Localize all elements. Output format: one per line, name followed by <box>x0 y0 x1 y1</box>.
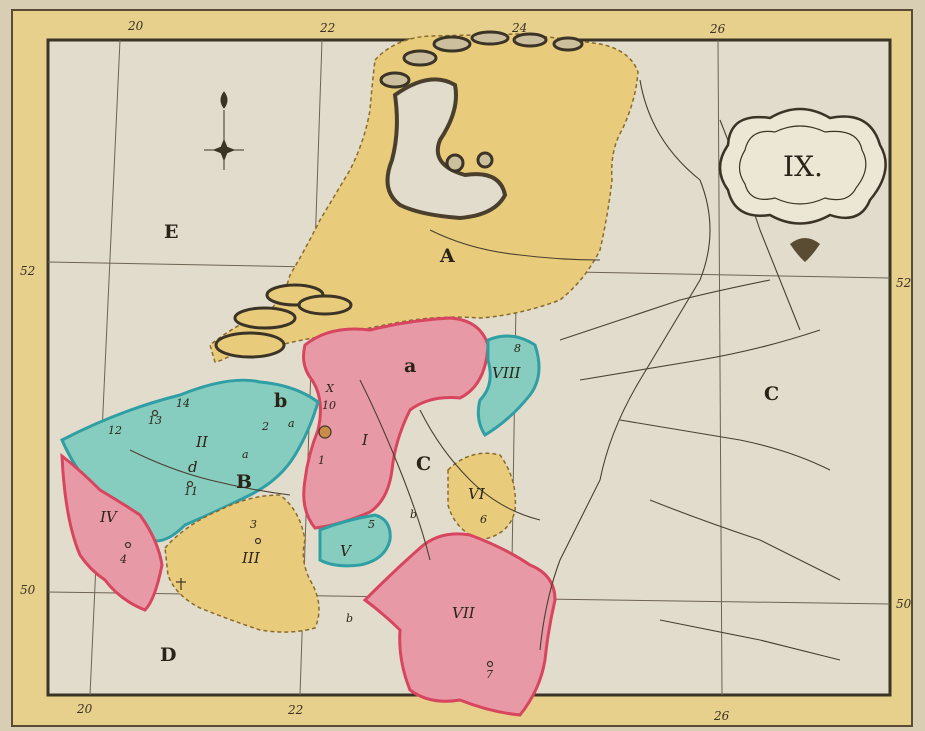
region-letter-C: C <box>764 383 779 405</box>
roman-label: VII <box>452 604 476 622</box>
island <box>402 49 438 67</box>
degree-label-right: 50 <box>896 597 912 611</box>
town-marker <box>186 480 194 488</box>
number-label: 2 <box>261 420 269 433</box>
town-marker <box>254 537 262 545</box>
island <box>552 36 584 52</box>
region-letter-D: D <box>160 644 176 666</box>
island <box>214 331 286 359</box>
degree-label-right: 52 <box>896 276 911 290</box>
river <box>659 619 841 661</box>
river <box>429 229 601 261</box>
degree-label-top: 22 <box>319 21 335 35</box>
frisian-islands <box>379 30 584 173</box>
river <box>419 409 541 521</box>
island <box>297 294 353 316</box>
region-letter-a: a <box>288 417 295 430</box>
cartouche-frame <box>718 107 887 225</box>
region-letter-A: A <box>439 245 455 267</box>
cartouche-inner <box>738 125 867 205</box>
number-label: 10 <box>322 399 336 412</box>
cartouche-ornament <box>790 238 820 262</box>
town-marker <box>124 541 132 549</box>
river <box>579 329 821 381</box>
meridian-20 <box>89 39 121 696</box>
region-letter-B: B <box>236 471 252 493</box>
number-label: 12 <box>108 424 122 437</box>
island <box>379 71 411 89</box>
town-marker <box>486 660 494 668</box>
plate-number: IX. <box>783 150 823 183</box>
island <box>476 151 494 169</box>
roman-label: III <box>241 549 261 567</box>
river <box>129 449 291 496</box>
river <box>559 279 771 341</box>
region-letter-C: C <box>416 453 431 475</box>
island <box>445 153 465 173</box>
number-label: 11 <box>184 485 198 498</box>
roman-label: VIII <box>492 364 522 382</box>
region-letter-b: b <box>410 508 417 521</box>
roman-label: II <box>195 433 209 451</box>
compass-rose <box>204 91 244 170</box>
number-label: 5 <box>368 518 375 531</box>
number-label: 13 <box>148 414 162 427</box>
degree-label-bottom: 26 <box>713 709 730 723</box>
rivers <box>129 79 841 661</box>
number-label: 4 <box>119 553 127 566</box>
region-letter-a: a <box>404 355 416 377</box>
number-label: d <box>188 458 198 476</box>
degree-label-top: 20 <box>127 19 144 33</box>
river <box>539 79 711 651</box>
number-label: 3 <box>250 518 257 531</box>
meridian-26 <box>717 39 723 696</box>
number-label: 1 <box>318 454 325 467</box>
number-label: 6 <box>480 513 487 526</box>
river <box>619 419 831 471</box>
region-letter-a: a <box>242 448 249 461</box>
degree-label-top: 24 <box>511 21 527 35</box>
number-label: 7 <box>486 668 493 681</box>
town-marker <box>318 425 332 439</box>
zeeland-islands <box>214 283 353 359</box>
degree-label-left: 50 <box>20 583 36 597</box>
roman-label: I <box>361 431 369 449</box>
region-v-namur <box>318 513 392 568</box>
region-vii-luxembourg <box>362 532 557 717</box>
degree-label-bottom: 20 <box>76 702 93 716</box>
river <box>649 499 841 581</box>
town-marker <box>151 409 159 417</box>
island <box>512 32 548 48</box>
region-viii-gelre <box>476 334 541 438</box>
zuiderzee <box>385 77 508 221</box>
roman-label: IV <box>99 508 119 526</box>
region-letter-b: b <box>346 612 353 625</box>
fleur-de-lis-icon <box>220 91 228 109</box>
island <box>233 306 297 330</box>
number-label: 8 <box>514 342 521 355</box>
roman-label: X <box>325 382 335 395</box>
river <box>359 379 431 561</box>
roman-label: V <box>340 542 353 560</box>
number-label: 14 <box>176 397 190 410</box>
town-markers <box>124 409 494 668</box>
island <box>470 30 510 46</box>
region-letter-E: E <box>164 221 178 243</box>
degree-label-bottom: 22 <box>287 703 303 717</box>
title-cartouche: IX. <box>718 107 887 262</box>
region-i-brabant <box>302 316 490 530</box>
degree-label-top: 26 <box>709 22 726 36</box>
degree-label-left: 52 <box>20 264 35 278</box>
roman-label: VI <box>468 485 486 503</box>
island <box>432 35 472 53</box>
region-iii-hainaut <box>164 494 320 633</box>
region-letter-b: b <box>274 390 287 412</box>
region-iv-artois <box>60 452 164 612</box>
